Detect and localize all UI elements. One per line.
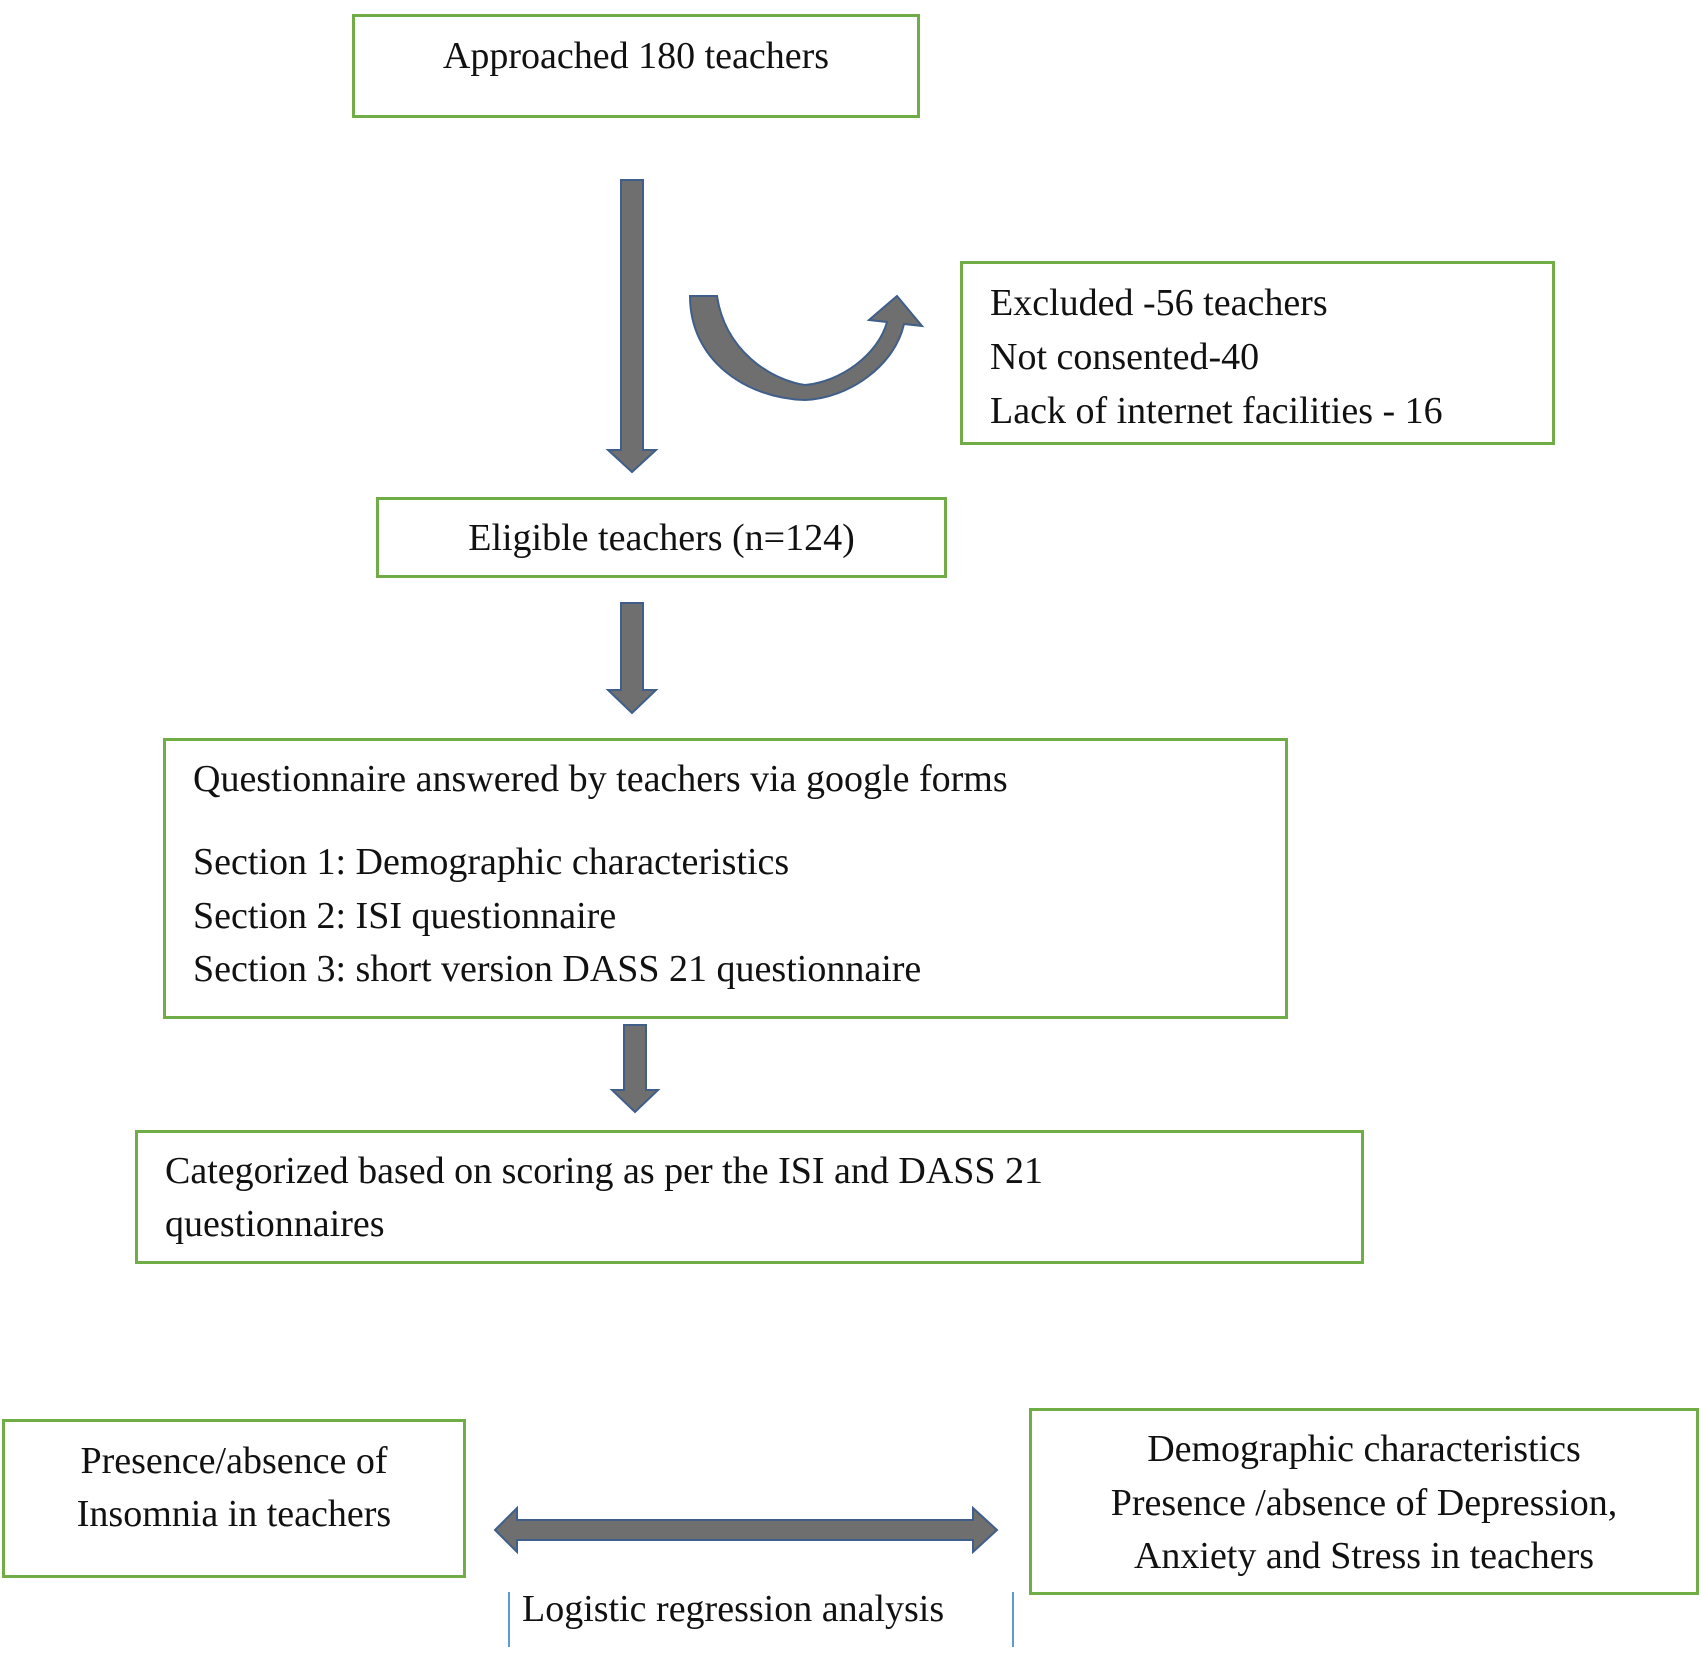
- categorized-line-2: questionnaires: [165, 1203, 385, 1245]
- down-arrow-2: [605, 602, 659, 715]
- down-arrow-1: [605, 179, 659, 474]
- questionnaire-box: [163, 738, 1288, 1019]
- double-arrow: [493, 1505, 999, 1555]
- excluded-line-2: Not consented-40: [990, 336, 1260, 378]
- categorized-line-1: Categorized based on scoring as per the …: [165, 1150, 1044, 1192]
- insomnia-line-1: Presence/absence of: [80, 1440, 388, 1482]
- excluded-line-1: Excluded -56 teachers: [990, 282, 1328, 324]
- approached-text: Approached 180 teachers: [442, 35, 830, 77]
- analysis-rule-right: [1012, 1592, 1014, 1647]
- down-arrow-3: [609, 1024, 661, 1114]
- questionnaire-section-2: Section 2: ISI questionnaire: [193, 895, 617, 937]
- eligible-text: Eligible teachers (n=124): [468, 517, 855, 559]
- questionnaire-section-1: Section 1: Demographic characteristics: [193, 841, 790, 883]
- insomnia-line-2: Insomnia in teachers: [76, 1493, 392, 1535]
- analysis-label: Logistic regression analysis: [522, 1588, 945, 1630]
- factors-line-2: Presence /absence of Depression,: [1110, 1482, 1618, 1524]
- factors-line-1: Demographic characteristics: [1147, 1428, 1581, 1470]
- insomnia-box: [2, 1419, 466, 1578]
- exclusion-curved-arrow: [688, 294, 925, 402]
- analysis-rule-left: [508, 1592, 510, 1647]
- excluded-line-3: Lack of internet facilities - 16: [990, 390, 1443, 432]
- eligible-box: [376, 497, 947, 578]
- factors-line-3: Anxiety and Stress in teachers: [1133, 1535, 1595, 1577]
- approached-box: [352, 14, 920, 118]
- excluded-box: [960, 261, 1555, 445]
- questionnaire-section-3: Section 3: short version DASS 21 questio…: [193, 948, 922, 990]
- factors-box: [1029, 1408, 1699, 1595]
- questionnaire-title: Questionnaire answered by teachers via g…: [193, 758, 1008, 800]
- categorized-box: [135, 1130, 1364, 1264]
